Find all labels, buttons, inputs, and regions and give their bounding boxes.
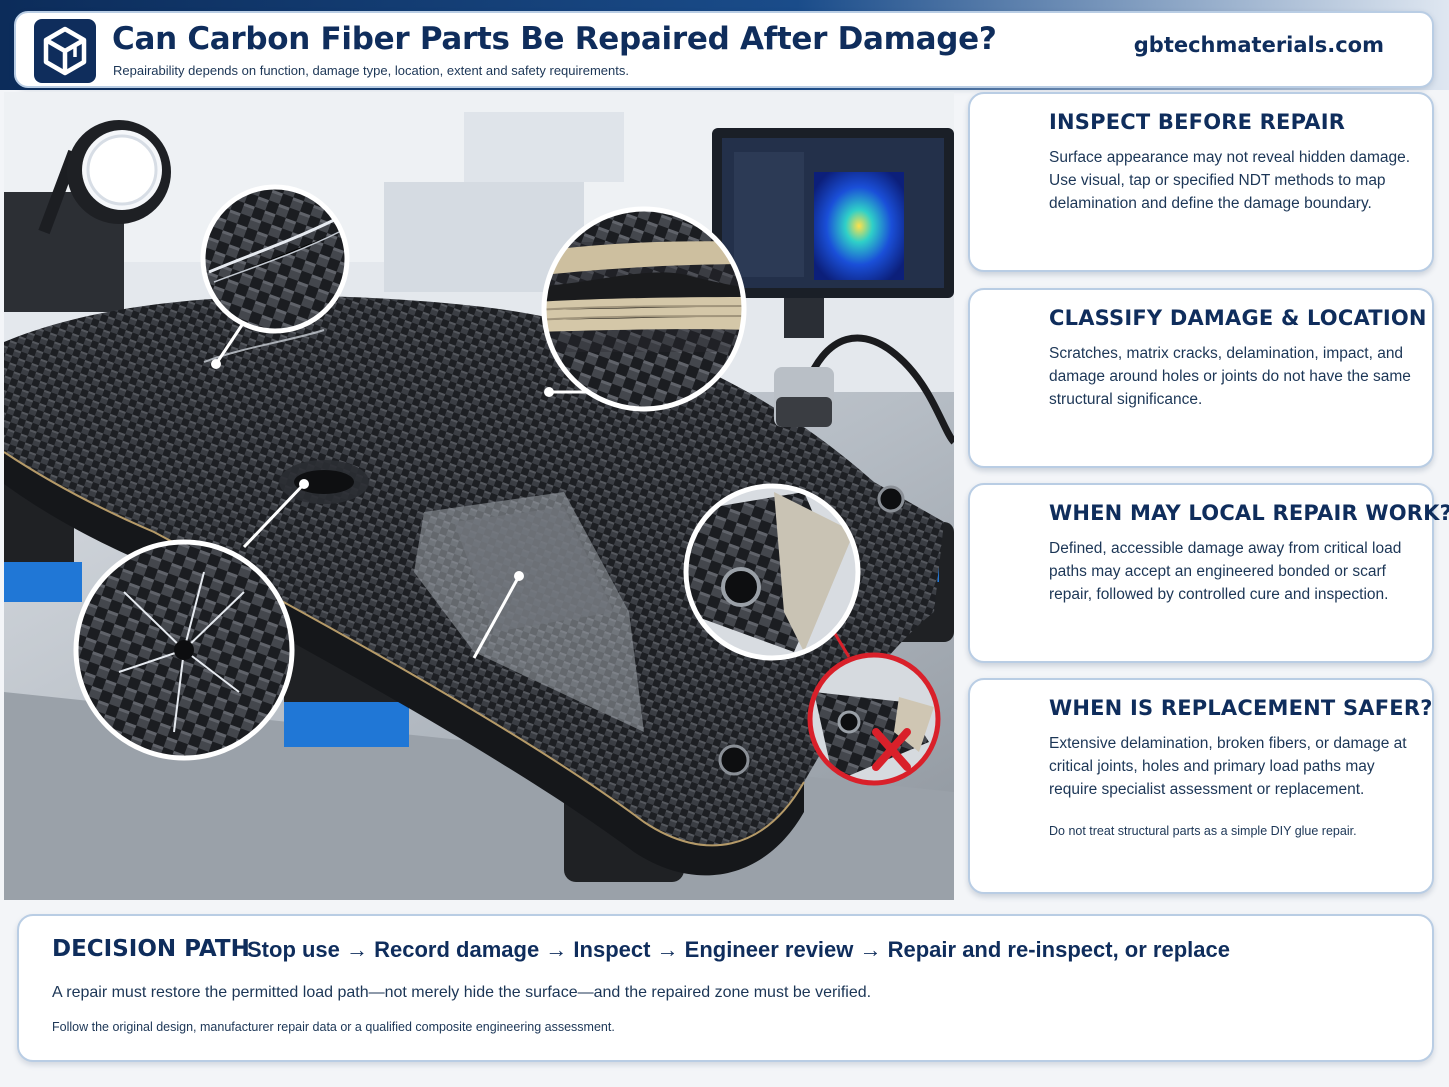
close-x-warning-icon [872, 728, 911, 771]
page-title: Can Carbon Fiber Parts Be Repaired After… [112, 21, 997, 57]
carbon-panel-photo [4, 92, 954, 900]
card-title: INSPECT BEFORE REPAIR [1049, 110, 1346, 134]
carbon-panel-illustration [4, 92, 954, 900]
card-note: Do not treat structural parts as a simpl… [1049, 824, 1357, 838]
header-bar: Can Carbon Fiber Parts Be Repaired After… [14, 11, 1434, 88]
decision-title: DECISION PATH [52, 936, 250, 962]
scratch-magnifier [200, 184, 350, 334]
card-body: Scratches, matrix cracks, delamination, … [1049, 345, 1411, 408]
card-body: Defined, accessible damage away from cri… [1049, 540, 1402, 603]
hole-damage-magnifier [683, 483, 861, 661]
card-title: CLASSIFY DAMAGE & LOCATION [1049, 306, 1427, 330]
decision-footnote: Follow the original design, manufacturer… [52, 1020, 615, 1034]
website-link[interactable]: gbtechmaterials.com [1133, 33, 1384, 57]
carbon-fiber-panel [4, 296, 944, 876]
decision-path-panel: DECISION PATH Stop use → Record damage →… [17, 914, 1434, 1062]
delamination-magnifier [541, 206, 747, 412]
page-subtitle: Repairability depends on function, damag… [113, 63, 629, 78]
card-title: WHEN MAY LOCAL REPAIR WORK? [1049, 501, 1449, 525]
critical-damage-magnifier [807, 652, 941, 786]
impact-damage-magnifier [73, 539, 295, 761]
decision-body: A repair must restore the permitted load… [52, 984, 872, 1001]
cube-logo-icon [34, 19, 96, 83]
decision-steps: Stop use → Record damage → Inspect → Eng… [247, 937, 1230, 962]
ndt-monitor-icon [712, 128, 954, 338]
card-replacement-safer: WHEN IS REPLACEMENT SAFER? Extensive del… [968, 678, 1434, 894]
inspection-lamp-icon [4, 120, 171, 312]
card-local-repair: WHEN MAY LOCAL REPAIR WORK? Defined, acc… [968, 483, 1449, 663]
card-title: WHEN IS REPLACEMENT SAFER? [1049, 696, 1433, 720]
card-classify-damage: CLASSIFY DAMAGE & LOCATION Scratches, ma… [968, 288, 1434, 468]
card-body: Extensive delamination, broken fibers, o… [1049, 735, 1407, 798]
card-body: Surface appearance may not reveal hidden… [1049, 149, 1411, 212]
card-inspect-before-repair: INSPECT BEFORE REPAIR Surface appearance… [968, 92, 1434, 272]
ultrasonic-probe-icon [774, 334, 954, 445]
